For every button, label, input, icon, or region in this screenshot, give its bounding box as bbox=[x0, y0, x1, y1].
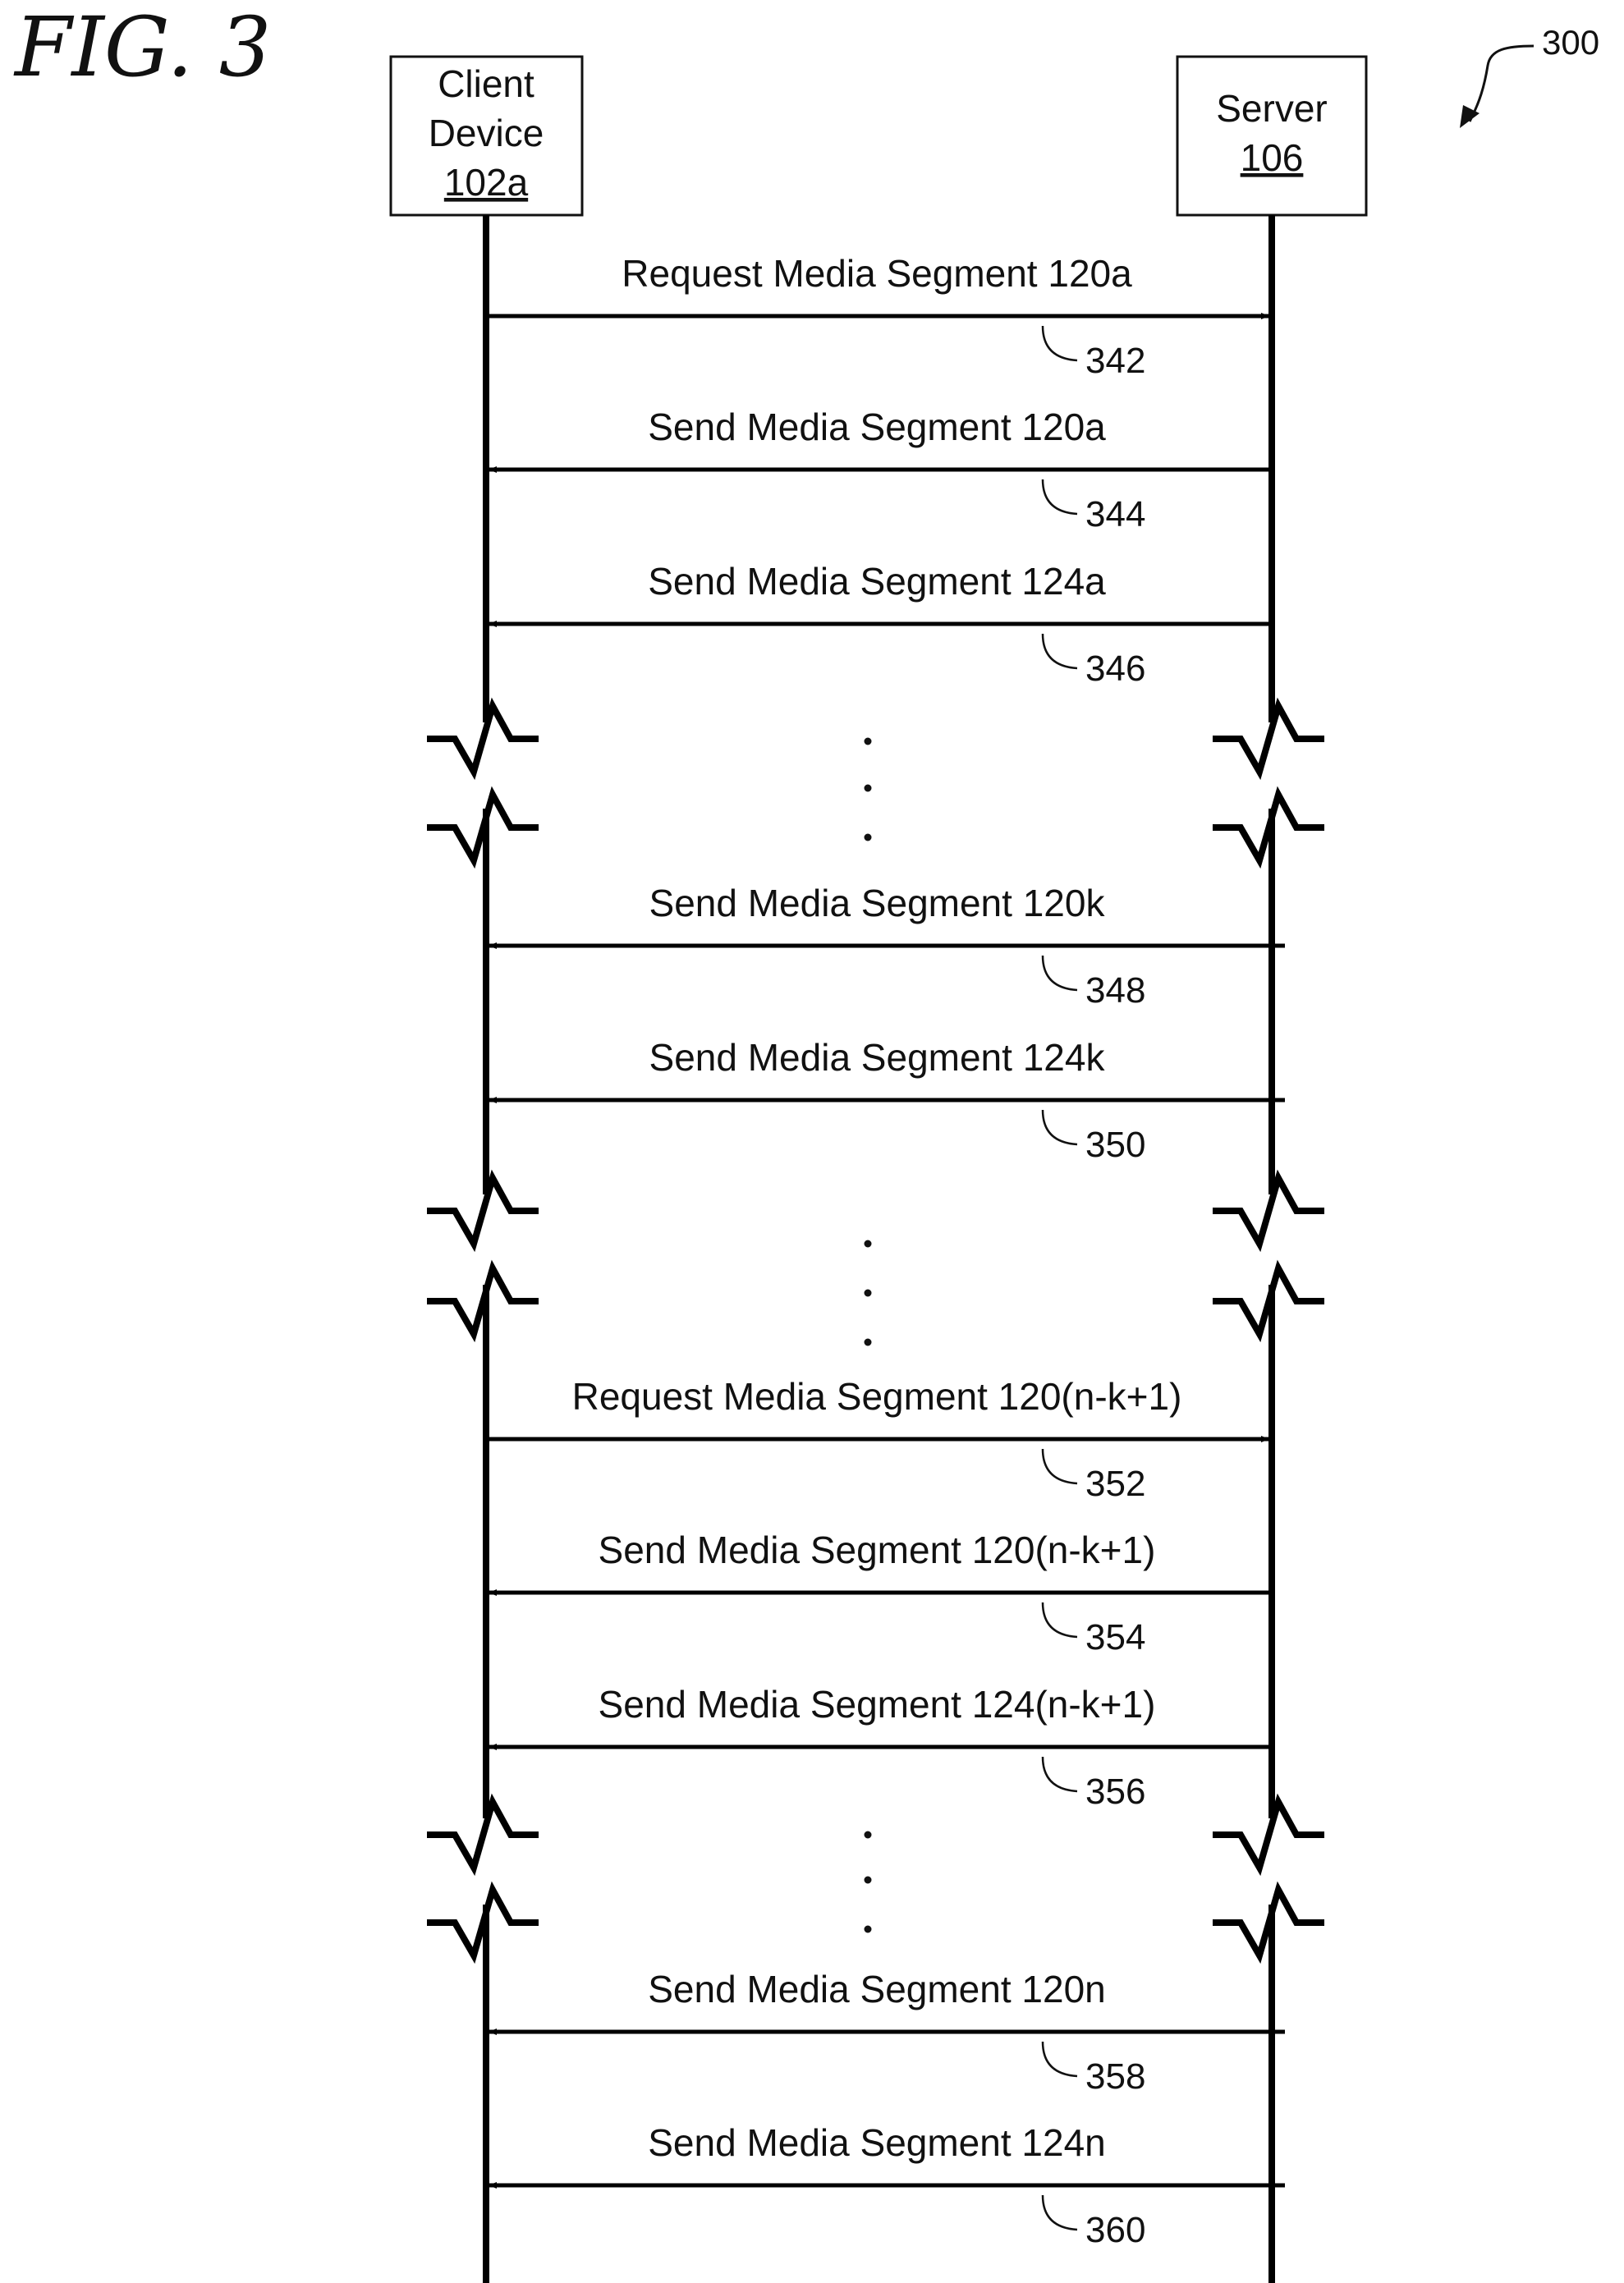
participant-label-line: Device bbox=[429, 112, 544, 154]
participant-server: Server 106 bbox=[1177, 57, 1366, 215]
message-ref-number: 346 bbox=[1085, 649, 1145, 689]
participant-label-line: Client bbox=[438, 62, 534, 105]
ellipsis-dot bbox=[865, 738, 872, 745]
ref-leader-line bbox=[1043, 326, 1077, 360]
message-352: Request Media Segment 120(n-k+1) 352 bbox=[489, 1375, 1268, 1504]
message-label: Request Media Segment 120(n-k+1) bbox=[572, 1375, 1182, 1418]
message-ref-number: 354 bbox=[1085, 1617, 1145, 1657]
ref-leader-line bbox=[1043, 634, 1077, 668]
participant-label-line: Server bbox=[1216, 87, 1327, 130]
message-ref-number: 358 bbox=[1085, 2056, 1145, 2097]
message-350: Send Media Segment 124k 350 bbox=[489, 1036, 1285, 1165]
message-label: Send Media Segment 120n bbox=[648, 1968, 1106, 2010]
message-label: Send Media Segment 124(n-k+1) bbox=[599, 1683, 1156, 1726]
message-344: Send Media Segment 120a 344 bbox=[489, 406, 1268, 534]
ellipsis-dot bbox=[865, 785, 872, 792]
figure-ref-arrow bbox=[1470, 46, 1534, 121]
message-ref-number: 350 bbox=[1085, 1125, 1145, 1165]
ref-leader-line bbox=[1043, 2042, 1077, 2076]
figure-ref-number: 300 bbox=[1542, 23, 1599, 62]
ellipsis-dot bbox=[865, 1877, 872, 1884]
participant-ref: 106 bbox=[1241, 136, 1304, 179]
message-label: Send Media Segment 124n bbox=[648, 2121, 1106, 2164]
ref-leader-line bbox=[1043, 1602, 1077, 1637]
ellipsis-dot bbox=[865, 1240, 872, 1248]
message-label: Send Media Segment 124a bbox=[648, 560, 1106, 603]
message-ref-number: 360 bbox=[1085, 2210, 1145, 2250]
message-ref-number: 356 bbox=[1085, 1772, 1145, 1812]
participant-ref: 102a bbox=[444, 161, 529, 204]
message-label: Send Media Segment 124k bbox=[649, 1036, 1106, 1079]
ref-leader-line bbox=[1043, 1449, 1077, 1483]
ref-leader-line bbox=[1043, 956, 1077, 990]
ref-leader-line bbox=[1043, 479, 1077, 514]
message-ref-number: 342 bbox=[1085, 341, 1145, 381]
ellipsis-dot bbox=[865, 1290, 872, 1297]
message-ref-number: 348 bbox=[1085, 970, 1145, 1011]
ellipsis-dot bbox=[865, 1831, 872, 1839]
ellipsis-dot bbox=[865, 834, 872, 841]
message-ref-number: 352 bbox=[1085, 1464, 1145, 1504]
message-348: Send Media Segment 120k 348 bbox=[489, 882, 1285, 1011]
participant-client-device: Client Device 102a bbox=[391, 57, 582, 215]
message-356: Send Media Segment 124(n-k+1) 356 bbox=[489, 1683, 1268, 1812]
ref-leader-line bbox=[1043, 2195, 1077, 2230]
ref-leader-line bbox=[1043, 1757, 1077, 1791]
message-ref-number: 344 bbox=[1085, 494, 1145, 534]
message-label: Request Media Segment 120a bbox=[622, 252, 1132, 295]
figure-title: FIG. 3 bbox=[13, 0, 271, 95]
ref-leader-line bbox=[1043, 1110, 1077, 1144]
ellipsis-dot bbox=[865, 1339, 872, 1346]
message-label: Send Media Segment 120k bbox=[649, 882, 1106, 924]
message-360: Send Media Segment 124n 360 bbox=[489, 2121, 1285, 2250]
message-358: Send Media Segment 120n 358 bbox=[489, 1968, 1285, 2097]
messages: Request Media Segment 120a 342Send Media … bbox=[489, 252, 1285, 2250]
message-label: Send Media Segment 120(n-k+1) bbox=[599, 1529, 1156, 1571]
ellipsis-dot bbox=[865, 1926, 872, 1933]
message-342: Request Media Segment 120a 342 bbox=[489, 252, 1268, 381]
message-346: Send Media Segment 124a 346 bbox=[489, 560, 1268, 689]
message-label: Send Media Segment 120a bbox=[648, 406, 1106, 448]
message-354: Send Media Segment 120(n-k+1) 354 bbox=[489, 1529, 1268, 1657]
